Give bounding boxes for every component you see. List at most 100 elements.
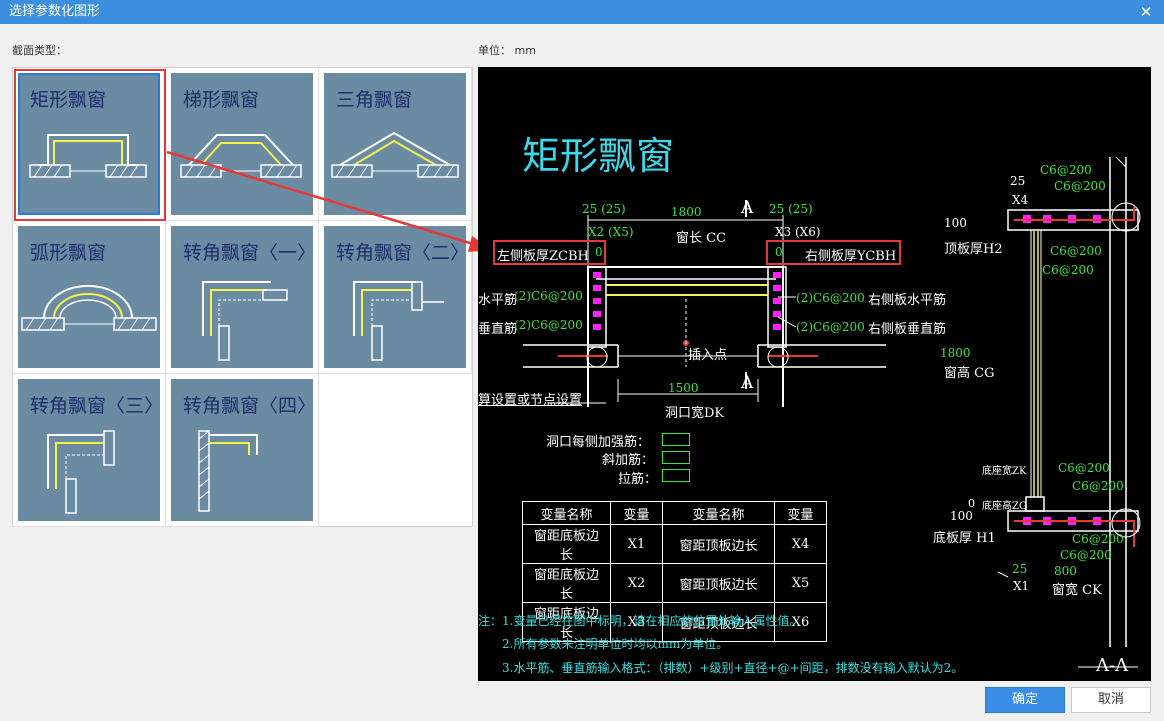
table-cell: X5 — [774, 563, 827, 603]
table-header: 变量名称 — [662, 501, 775, 525]
table-cell: 窗距顶板边长 — [662, 563, 775, 603]
right-zero: 0 — [775, 245, 783, 259]
side-bar-3: C6@200 — [1050, 244, 1102, 258]
right-vertical-label: 右侧板垂直筋 — [868, 322, 947, 337]
window-title: 选择参数化图形 — [9, 4, 101, 19]
diagonal-bar-label: 斜加筋： — [602, 453, 655, 468]
section-mark-bottom: A — [741, 373, 754, 393]
tile-arc-bay-window[interactable]: 弧形飘窗 — [13, 221, 166, 374]
arc-bay-icon — [21, 285, 157, 331]
variable-table: 变量名称 变量 变量名称 变量 窗距底板边长 X1 窗距顶板边长 X4 窗距底板… — [522, 501, 827, 642]
corner-bay-1-icon — [202, 281, 288, 361]
dim-1500: 1500 — [668, 381, 699, 395]
table-cell: X4 — [774, 524, 827, 564]
left-thickness-label: 左侧板厚ZCBH — [497, 249, 589, 264]
table-cell: X1 — [610, 524, 663, 564]
left-thickness-highlight — [493, 240, 606, 265]
table-header-row: 变量名称 变量 变量名称 变量 — [522, 501, 827, 525]
side-window-height: 窗高 CG — [944, 366, 995, 381]
note-1: 注：1.变量已经在图中标明，请在相应的位置处输入属性值。 — [478, 614, 802, 628]
left-vertical-label: 垂直筋 — [478, 322, 518, 337]
table-cell: 窗距顶板边长 — [662, 602, 775, 642]
section-mark-top: A — [741, 198, 754, 218]
side-zero: 0 — [968, 497, 975, 510]
side-bar-8: C6@200 — [1060, 548, 1112, 562]
left-horizontal-bar: (2)C6@200 — [514, 289, 583, 303]
tile-thumbnail: 转角飘窗〈二〉 — [324, 226, 469, 368]
preview-canvas: 矩形飘窗 — [478, 67, 1151, 681]
tile-thumbnail: 转角飘窗〈一〉 — [171, 226, 317, 368]
trapezoid-bay-icon — [180, 134, 302, 178]
triangle-bay-icon — [331, 131, 459, 178]
opening-width-label: 洞口宽DK — [665, 406, 725, 421]
tile-thumbnail: 弧形飘窗 — [18, 226, 160, 368]
calc-settings-link[interactable]: 算设置或节点设置 — [478, 393, 583, 408]
table-cell: X2 — [610, 563, 663, 603]
x2-label: X2 (X5) — [588, 225, 634, 239]
side-x4: X4 — [1012, 193, 1029, 207]
side-dim-100-bottom: 100 — [950, 509, 973, 523]
section-type-label: 截面类型： — [12, 44, 67, 57]
side-x1: X1 — [1013, 579, 1030, 593]
tile-thumbnail: 梯形飘窗 — [171, 73, 313, 215]
side-dim-100-top: 100 — [944, 216, 967, 230]
tile-trapezoid-bay-window[interactable]: 梯形飘窗 — [166, 68, 319, 221]
side-window-width: 窗宽 CK — [1052, 583, 1102, 598]
reinforcement-label: 洞口每侧加强筋： — [546, 435, 651, 450]
close-icon[interactable]: ✕ — [1139, 3, 1153, 21]
tile-label: 转角飘窗〈一〉 — [183, 242, 317, 264]
tile-label: 矩形飘窗 — [30, 89, 107, 111]
tile-rect-bay-window[interactable]: 矩形飘窗 — [13, 68, 166, 221]
window-length-label: 窗长 CC — [676, 231, 727, 246]
ok-button[interactable]: 确定 — [985, 687, 1065, 713]
table-row: 窗距底板边长 X3 窗距顶板边长 X6 — [522, 602, 827, 642]
tile-thumbnail: 三角飘窗 — [324, 73, 466, 215]
table-row: 窗距底板边长 X1 窗距顶板边长 X4 — [522, 524, 827, 564]
reinforcement-input[interactable] — [662, 433, 690, 446]
side-dim-25-bottom: 25 — [1012, 562, 1028, 576]
right-vertical-bar: (2)C6@200 — [796, 320, 865, 334]
right-horizontal-bar: (2)C6@200 — [796, 291, 865, 305]
side-bar-7: C6@200 — [1072, 532, 1124, 546]
tile-corner-bay-window-3[interactable]: 转角飘窗〈三〉 — [13, 374, 166, 527]
rect-bay-icon — [29, 134, 147, 178]
diagonal-bar-input[interactable] — [662, 451, 690, 464]
side-top-thickness: 顶板厚H2 — [944, 242, 1003, 257]
table-header: 变量 — [610, 501, 663, 525]
tile-corner-bay-window-2[interactable]: 转角飘窗〈二〉 — [319, 221, 472, 374]
tile-label: 三角飘窗 — [336, 89, 413, 111]
side-dim-800: 800 — [1054, 564, 1077, 578]
side-dim-25-top: 25 — [1010, 174, 1026, 188]
table-cell: X6 — [774, 602, 827, 642]
side-bar-2: C6@200 — [1054, 179, 1106, 193]
dim-25-right: 25 (25) — [769, 202, 813, 216]
tile-corner-bay-window-1[interactable]: 转角飘窗〈一〉 — [166, 221, 319, 374]
title-bar: 选择参数化图形 ✕ — [0, 0, 1164, 24]
preview-title: 矩形飘窗 — [522, 134, 675, 178]
tile-triangle-bay-window[interactable]: 三角飘窗 — [319, 68, 472, 221]
corner-bay-2-icon — [353, 281, 444, 361]
tile-label: 弧形飘窗 — [30, 242, 107, 264]
dim-1800-top: 1800 — [671, 205, 702, 219]
table-header: 变量 — [774, 501, 827, 525]
side-bottom-thickness: 底板厚 H1 — [933, 531, 996, 546]
selection-border — [18, 73, 160, 215]
tile-corner-bay-window-4[interactable]: 转角飘窗〈四〉 — [166, 374, 319, 527]
tile-label: 梯形飘窗 — [183, 89, 260, 111]
x3-label: X3 (X6) — [775, 225, 821, 239]
note-2: 2.所有参数未注明单位时均以mm为单位。 — [502, 637, 729, 651]
left-vertical-bar: (2)C6@200 — [514, 318, 583, 332]
corner-bay-3-icon — [47, 430, 115, 514]
side-bar-6: C6@200 — [1072, 479, 1124, 493]
tie-bar-input[interactable] — [662, 469, 690, 482]
tile-thumbnail: 转角飘窗〈三〉 — [18, 379, 164, 521]
note-3: 3.水平筋、垂直筋输入格式：（排数）+级别+直径+@+间距，排数没有输入默认为2… — [502, 661, 964, 675]
section-a-a-label: A-A — [1096, 655, 1129, 676]
selection-highlight — [14, 69, 166, 221]
table-row: 窗距底板边长 X2 窗距顶板边长 X5 — [522, 563, 827, 603]
right-thickness-highlight — [766, 240, 901, 265]
cancel-button[interactable]: 取消 — [1071, 687, 1151, 713]
side-bar-1: C6@200 — [1040, 163, 1092, 177]
tile-thumbnail: 矩形飘窗 — [18, 73, 160, 215]
tile-label: 转角飘窗〈三〉 — [30, 395, 164, 417]
